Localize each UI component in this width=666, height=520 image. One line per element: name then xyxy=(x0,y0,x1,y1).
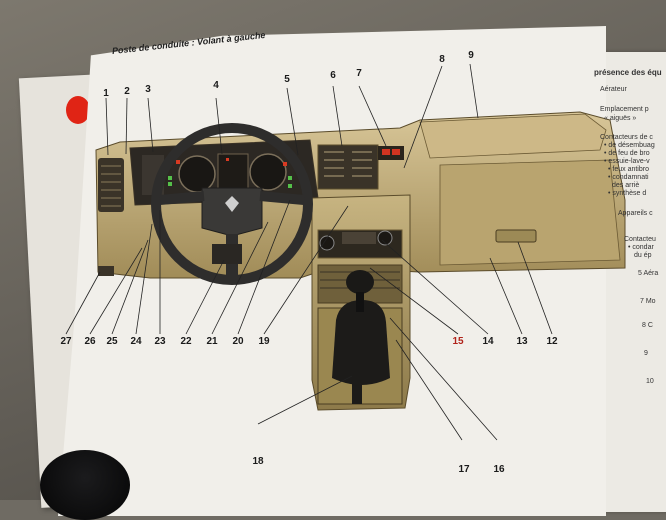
right-line: • de désembuag xyxy=(604,142,655,149)
callout-16: 16 xyxy=(493,464,505,475)
callout-24: 24 xyxy=(130,336,142,347)
gear-knob xyxy=(346,270,374,294)
callout-27: 27 xyxy=(60,336,72,347)
right-line: • de feu de bro xyxy=(604,150,650,157)
callout-17: 17 xyxy=(458,464,470,475)
right-numbered: 9 xyxy=(644,350,648,357)
callout-19: 19 xyxy=(258,336,270,347)
right-line: • condar xyxy=(628,244,654,251)
right-line: Appareils c xyxy=(618,210,653,217)
callout-5: 5 xyxy=(284,74,290,85)
finger-shadow xyxy=(40,450,130,520)
right-numbered: 10 xyxy=(646,378,654,385)
right-line: des arriè xyxy=(612,182,640,189)
gear-boot xyxy=(332,300,390,385)
callout-8: 8 xyxy=(439,54,445,65)
red-page-tab xyxy=(66,96,90,124)
callout-3: 3 xyxy=(145,84,151,95)
right-line: • feux antibro xyxy=(608,166,649,173)
right-line: Emplacement p xyxy=(600,106,649,113)
right-line: « aiguës » xyxy=(604,115,637,122)
callout-14: 14 xyxy=(482,336,494,347)
callout-7: 7 xyxy=(356,68,362,79)
right-line: • condamnati xyxy=(608,174,649,181)
callout-22: 22 xyxy=(180,336,192,347)
callout-6: 6 xyxy=(330,70,336,81)
dashboard-illustration xyxy=(65,63,626,441)
right-line: Aérateur xyxy=(600,86,627,93)
callout-15: 15 xyxy=(452,336,464,347)
callout-4: 4 xyxy=(213,80,219,91)
callout-2: 2 xyxy=(124,86,130,97)
callout-9: 9 xyxy=(468,50,474,61)
right-line: Contacteu xyxy=(624,236,656,243)
right-line: • essuie-lave-v xyxy=(604,158,650,165)
renault-logo xyxy=(225,196,239,212)
steering-wheel xyxy=(151,123,313,285)
right-line: du ép xyxy=(634,252,652,259)
callout-26: 26 xyxy=(84,336,96,347)
callout-18: 18 xyxy=(252,456,264,467)
right-numbered: 5 Aéra xyxy=(638,270,659,277)
callout-12: 12 xyxy=(546,336,558,347)
callout-1: 1 xyxy=(103,88,109,99)
callout-20: 20 xyxy=(232,336,244,347)
callout-25: 25 xyxy=(106,336,118,347)
right-numbered: 7 Mo xyxy=(640,298,656,305)
callout-21: 21 xyxy=(206,336,218,347)
right-line: • synthèse d xyxy=(608,190,647,197)
callout-23: 23 xyxy=(154,336,166,347)
right-line: Contacteurs de c xyxy=(600,134,653,141)
right-numbered: 8 C xyxy=(642,322,653,329)
right-page-heading: présence des équ xyxy=(594,68,662,77)
callout-13: 13 xyxy=(516,336,528,347)
